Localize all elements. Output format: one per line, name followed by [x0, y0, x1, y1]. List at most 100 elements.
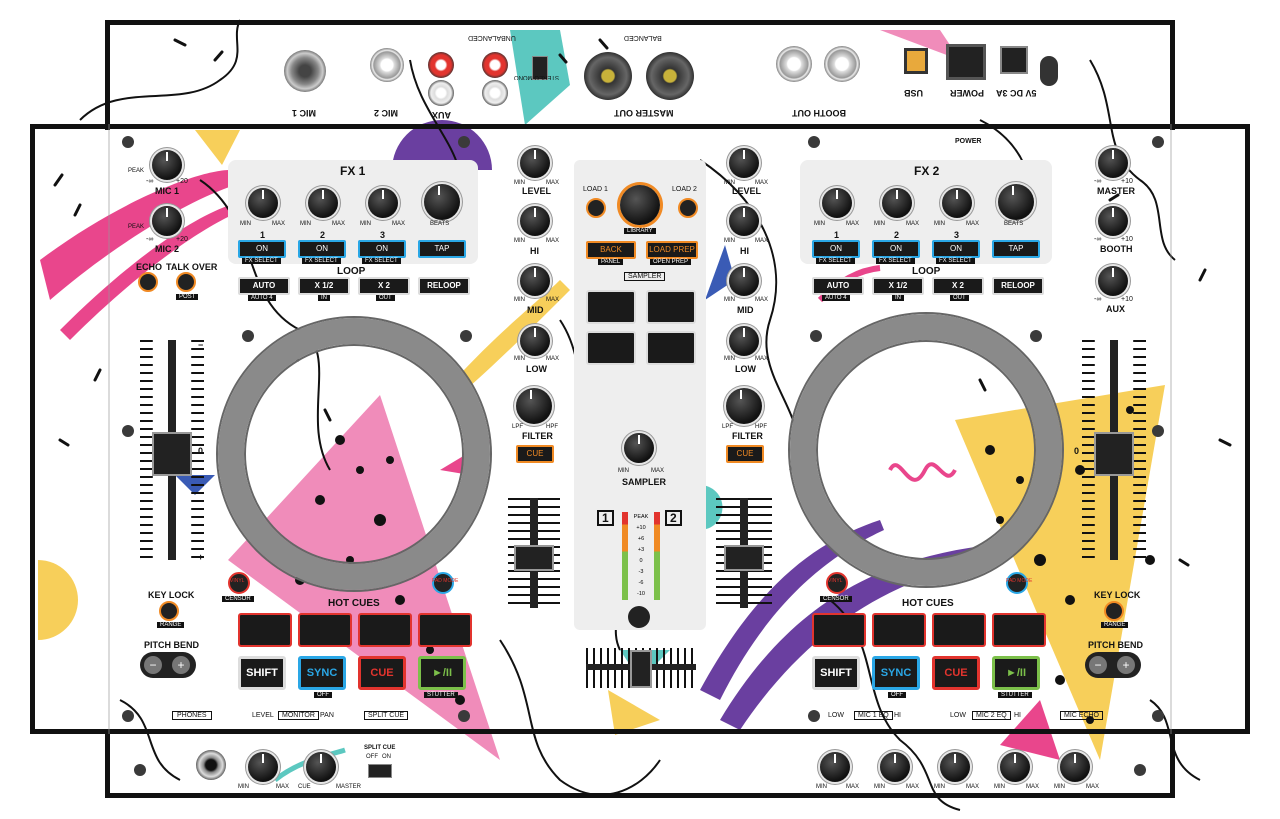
loop1-half-button[interactable]: X 1/2 [298, 277, 350, 295]
hot-cue-left-3[interactable] [358, 613, 412, 647]
split-cue-switch[interactable] [368, 764, 392, 778]
load1-button[interactable] [586, 198, 606, 218]
dc-power-jack[interactable] [1000, 46, 1028, 74]
ch2-filter-knob[interactable] [726, 388, 762, 424]
sync-right-button[interactable]: SYNC [872, 656, 920, 690]
sampler-pad-2[interactable] [646, 290, 696, 324]
jog-wheel-right[interactable] [790, 314, 1062, 586]
shift-left-button[interactable]: SHIFT [238, 656, 286, 690]
fx1-on-button-2[interactable]: ON [298, 240, 346, 258]
fx1-on-button-3[interactable]: ON [358, 240, 406, 258]
master-out-r-xlr[interactable] [646, 52, 694, 100]
loop2-half-button[interactable]: X 1/2 [872, 277, 924, 295]
pitch-bend-left-plus-button[interactable]: + [172, 656, 190, 674]
crossfader[interactable] [630, 650, 652, 688]
mic2-gain-knob[interactable] [152, 206, 182, 236]
fx1-on-button-1[interactable]: ON [238, 240, 286, 258]
vinyl-left-button[interactable] [228, 572, 250, 594]
fx2-knob-1[interactable] [822, 188, 852, 218]
hot-cue-left-1[interactable] [238, 613, 292, 647]
master-unbal-l-jack[interactable] [482, 80, 508, 106]
ch2-hi-knob[interactable] [729, 206, 759, 236]
vinyl-right-button[interactable] [826, 572, 848, 594]
fx2-knob-3[interactable] [942, 188, 972, 218]
mic1-gain-knob[interactable] [152, 150, 182, 180]
loop2-double-button[interactable]: X 2 [932, 277, 984, 295]
aux-r-jack[interactable] [428, 52, 454, 78]
ch1-low-knob[interactable] [520, 326, 550, 356]
ch1-cue-button[interactable]: CUE [516, 445, 554, 463]
key-lock-left-button[interactable] [159, 601, 179, 621]
loop1-double-button[interactable]: X 2 [358, 277, 410, 295]
ch2-cue-button[interactable]: CUE [726, 445, 764, 463]
mic1-xlr-jack[interactable] [284, 50, 326, 92]
loop1-reloop-button[interactable]: RELOOP [418, 277, 470, 295]
sync-left-button[interactable]: SYNC [298, 656, 346, 690]
pad-mode-right-button[interactable] [1006, 572, 1028, 594]
sampler-pad-4[interactable] [646, 331, 696, 365]
ch2-volume-fader[interactable] [724, 545, 764, 571]
mic-echo-knob[interactable] [1060, 752, 1090, 782]
loop2-reloop-button[interactable]: RELOOP [992, 277, 1044, 295]
booth-out-r-jack[interactable] [824, 46, 860, 82]
power-switch[interactable] [946, 44, 986, 80]
ch2-mid-knob[interactable] [729, 266, 759, 296]
cue-mix-knob[interactable] [306, 752, 336, 782]
pitch-fader-right[interactable] [1094, 432, 1134, 476]
loop2-auto-button[interactable]: AUTO [812, 277, 864, 295]
jog-wheel-left[interactable] [218, 318, 490, 590]
kensington-lock[interactable] [1040, 56, 1058, 86]
shift-right-button[interactable]: SHIFT [812, 656, 860, 690]
play-left-button[interactable]: ►/II [418, 656, 466, 690]
cue-right-button[interactable]: CUE [932, 656, 980, 690]
ch1-volume-fader[interactable] [514, 545, 554, 571]
aux-volume-knob[interactable] [1098, 266, 1128, 296]
fx2-tap-button[interactable]: TAP [992, 240, 1040, 258]
play-right-button[interactable]: ►/II [992, 656, 1040, 690]
usb-port[interactable] [904, 48, 928, 74]
mic2-jack[interactable] [370, 48, 404, 82]
echo-button[interactable] [138, 272, 158, 292]
fx1-knob-2[interactable] [308, 188, 338, 218]
mic2-eq-low-knob[interactable] [940, 752, 970, 782]
talk-over-button[interactable] [176, 272, 196, 292]
master-unbal-r-jack[interactable] [482, 52, 508, 78]
hot-cue-left-4[interactable] [418, 613, 472, 647]
phones-level-knob[interactable] [248, 752, 278, 782]
mic1-eq-hi-knob[interactable] [880, 752, 910, 782]
mic1-eq-low-knob[interactable] [820, 752, 850, 782]
ch1-hi-knob[interactable] [520, 206, 550, 236]
pitch-fader-left[interactable] [152, 432, 192, 476]
fx2-on-button-3[interactable]: ON [932, 240, 980, 258]
ch1-mid-knob[interactable] [520, 266, 550, 296]
sampler-pad-1[interactable] [586, 290, 636, 324]
fx2-knob-2[interactable] [882, 188, 912, 218]
ch2-level-knob[interactable] [729, 148, 759, 178]
fx1-knob-3[interactable] [368, 188, 398, 218]
aux-l-jack[interactable] [428, 80, 454, 106]
booth-volume-knob[interactable] [1098, 206, 1128, 236]
fx2-on-button-2[interactable]: ON [872, 240, 920, 258]
hot-cue-left-2[interactable] [298, 613, 352, 647]
fx1-beats-knob[interactable] [424, 184, 460, 220]
master-out-l-xlr[interactable] [584, 52, 632, 100]
sampler-volume-knob[interactable] [624, 433, 654, 463]
stereo-mono-switch[interactable] [532, 56, 548, 80]
ch2-low-knob[interactable] [729, 326, 759, 356]
hot-cue-right-1[interactable] [812, 613, 866, 647]
pitch-bend-left-minus-button[interactable]: − [144, 656, 162, 674]
phones-jack[interactable] [196, 750, 226, 780]
pitch-bend-right-plus-button[interactable]: + [1117, 656, 1135, 674]
pitch-bend-right-minus-button[interactable]: − [1089, 656, 1107, 674]
cue-left-button[interactable]: CUE [358, 656, 406, 690]
pad-mode-left-button[interactable] [432, 572, 454, 594]
hot-cue-right-4[interactable] [992, 613, 1046, 647]
master-volume-knob[interactable] [1098, 148, 1128, 178]
mic2-eq-hi-knob[interactable] [1000, 752, 1030, 782]
fx1-knob-1[interactable] [248, 188, 278, 218]
sampler-pad-3[interactable] [586, 331, 636, 365]
loop1-auto-button[interactable]: AUTO [238, 277, 290, 295]
hot-cue-right-2[interactable] [872, 613, 926, 647]
library-encoder[interactable] [620, 185, 660, 225]
fx1-tap-button[interactable]: TAP [418, 240, 466, 258]
